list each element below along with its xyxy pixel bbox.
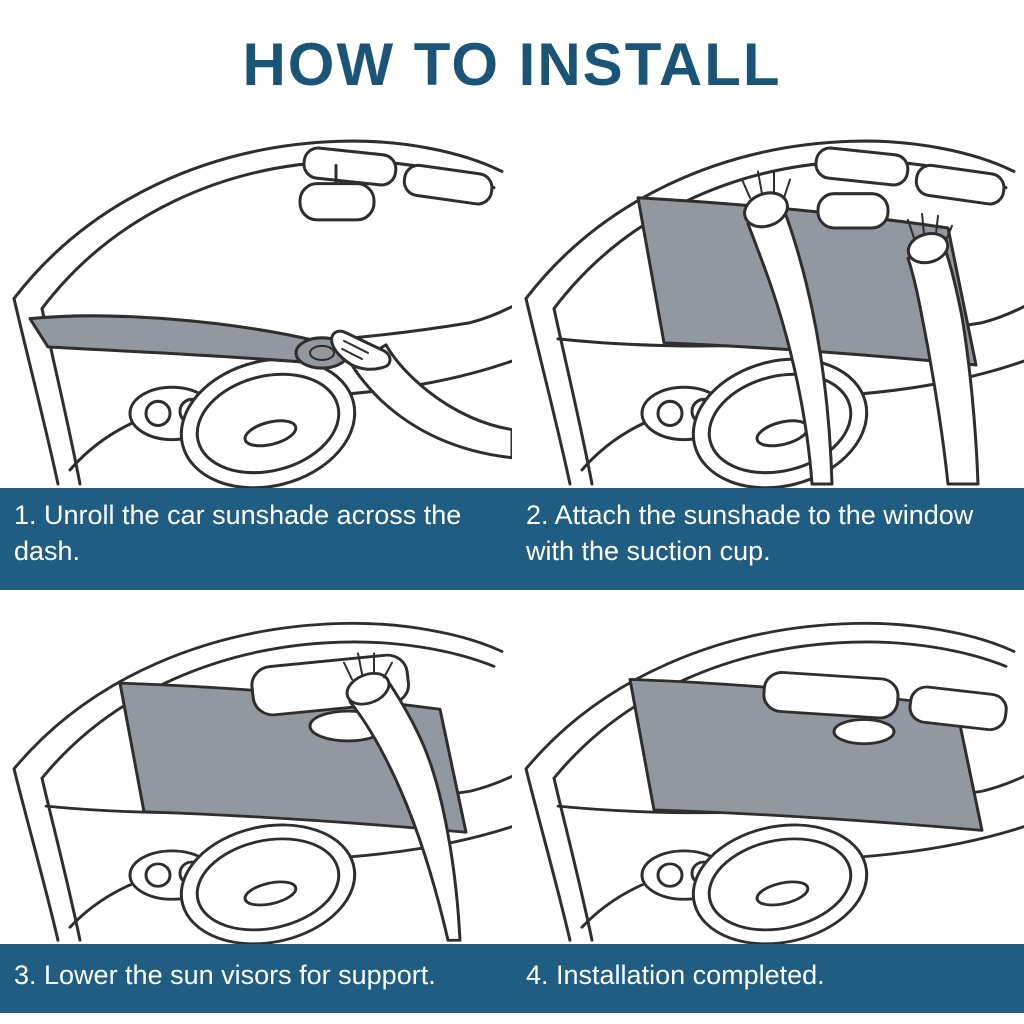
step-2-panel <box>512 105 1024 488</box>
page-title: HOW TO INSTALL <box>242 31 782 98</box>
step-4-illustration <box>524 621 1024 944</box>
header: HOW TO INSTALL <box>0 0 1024 105</box>
step-3-illustration <box>12 621 512 944</box>
illustration-row-bottom <box>0 590 1024 944</box>
step-4-caption: 4. Installation completed. <box>526 960 825 990</box>
step-1-panel <box>0 105 512 488</box>
step-4-panel <box>512 590 1024 944</box>
step-1-illustration <box>12 139 512 488</box>
step-1-caption: 1. Unroll the car sunshade across the da… <box>14 500 462 566</box>
step-2-illustration <box>524 139 1024 488</box>
step-2-caption: 2. Attach the sunshade to the window wit… <box>526 500 974 566</box>
step-3-panel <box>0 590 512 944</box>
caption-band-top: 1. Unroll the car sunshade across the da… <box>0 488 1024 590</box>
illustration-row-top <box>0 105 1024 488</box>
caption-band-bottom: 3. Lower the sun visors for support. 4. … <box>0 944 1024 1013</box>
step-3-caption: 3. Lower the sun visors for support. <box>14 960 436 990</box>
